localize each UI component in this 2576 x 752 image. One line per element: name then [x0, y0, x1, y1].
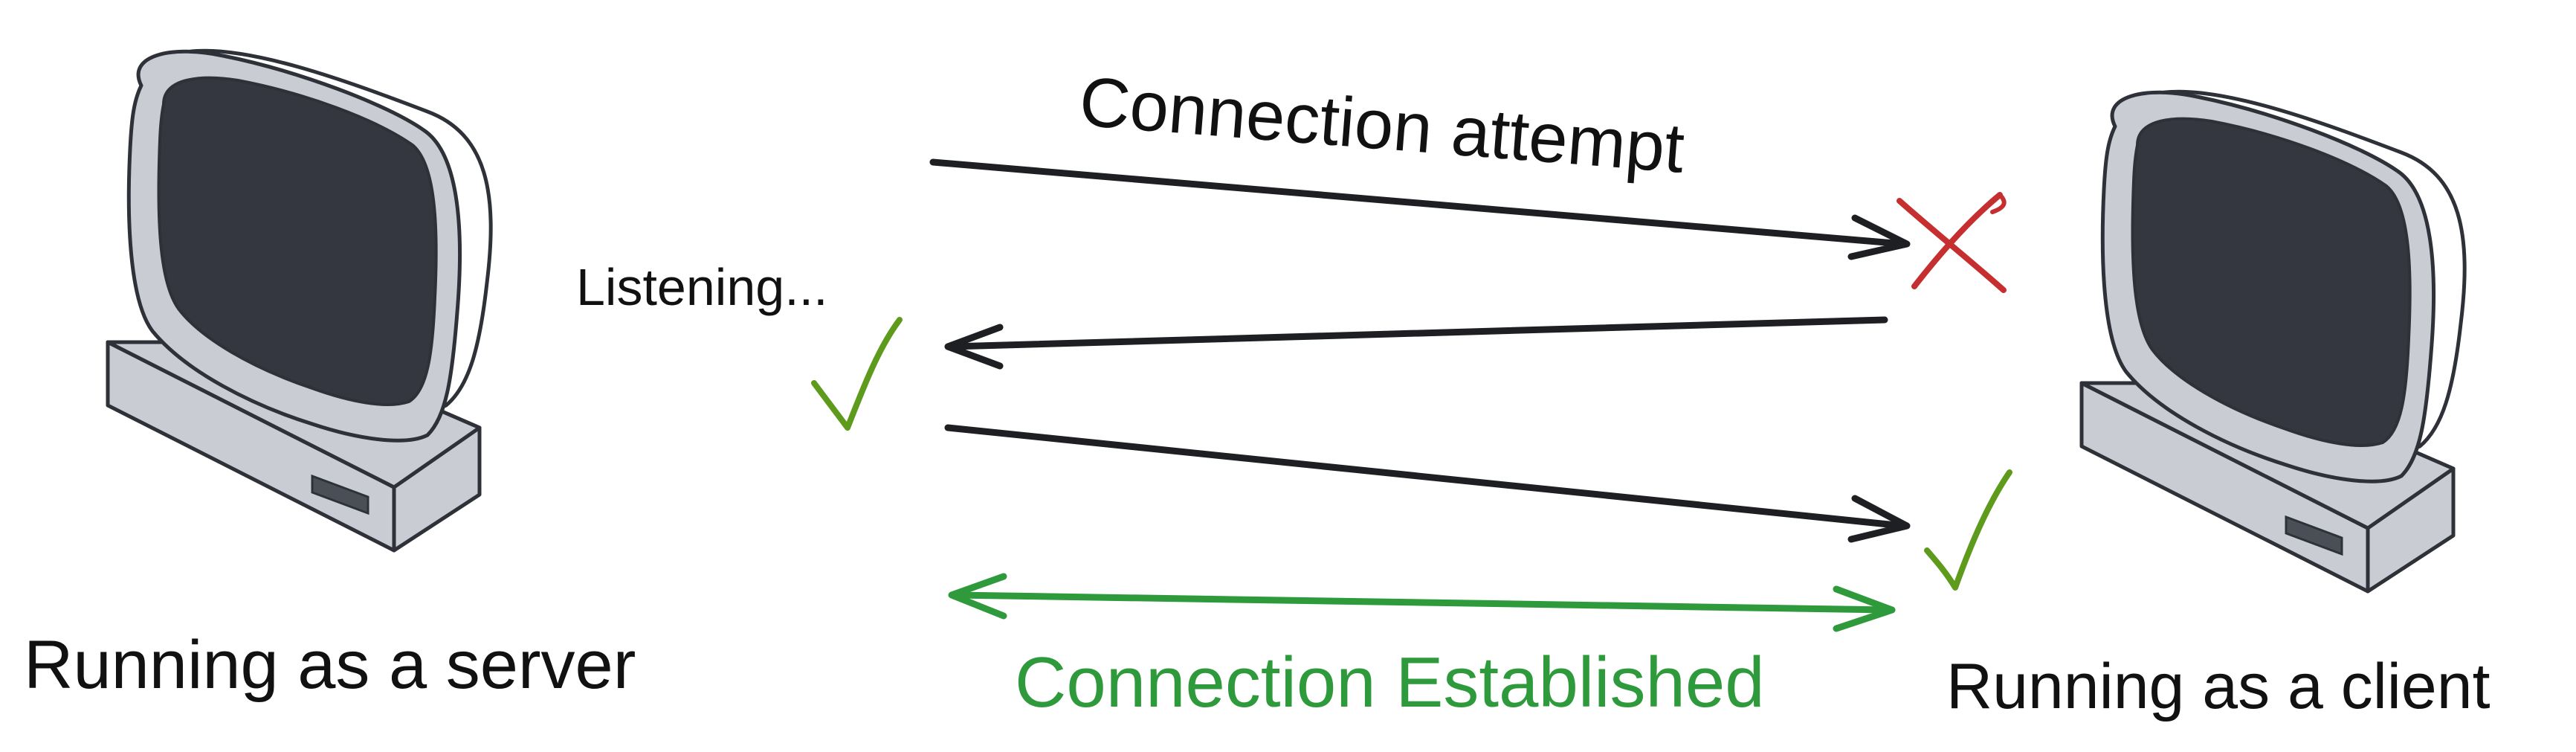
left-computer-icon: [106, 48, 493, 553]
client-check-mark-icon: [1924, 469, 2012, 591]
listening-label: Listening...: [576, 258, 828, 316]
right-computer-icon: [2079, 89, 2467, 594]
established-label: Connection Established: [1015, 643, 1765, 722]
attempt-arrow: [929, 158, 1911, 260]
server-label: Running as a server: [24, 627, 636, 703]
client-label: Running as a client: [1946, 651, 2491, 722]
x-mark-icon: [1897, 192, 2007, 293]
return-arrow: [944, 316, 1888, 370]
listening-check-mark-icon: [811, 317, 903, 431]
success-arrow: [944, 424, 1911, 543]
established-arrow: [948, 573, 1896, 632]
connection-attempt-label: Connection attempt: [1076, 62, 1687, 187]
